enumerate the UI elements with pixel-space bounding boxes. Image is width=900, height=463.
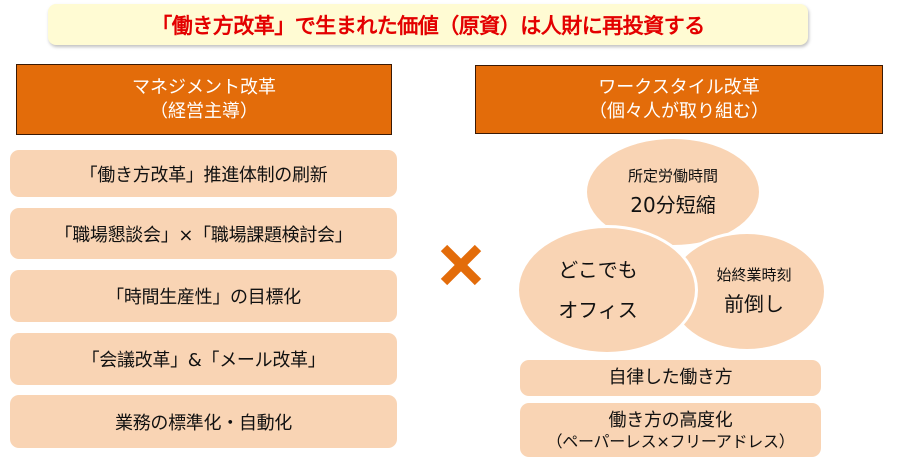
management-item: 「会議改革」&「メール改革」 [10,333,397,385]
circle-working-hours-value: 20分短縮 [630,193,716,217]
management-item: 「時間生産性」の目標化 [10,270,397,322]
circle-start-end-time-label: 始終業時刻 [716,265,792,284]
workstyle-reform-subtitle: （個々人が取り組む） [589,100,769,122]
management-reform-header: マネジメント改革 （経営主導） [16,64,392,135]
management-reform-subtitle: （経営主導） [150,100,258,122]
management-item: 「働き方改革」推進体制の刷新 [10,150,397,197]
management-item-label: 業務の標準化・自動化 [115,412,292,434]
management-item-label: 「時間生産性」の目標化 [106,287,301,308]
management-item-label: 「働き方改革」推進体制の刷新 [79,164,328,186]
workstyle-reform-title: ワークスタイル改革 [598,76,760,98]
workstyle-item-label: 自律した働き方 [608,367,733,388]
workstyle-item: 働き方の高度化 （ペーパーレス×フリーアドレス） [520,403,821,457]
banner-title: 「働き方改革」で生まれた価値（原資）は人財に再投資する [48,4,808,45]
workstyle-item: 自律した働き方 [520,360,821,396]
management-item: 「職場懇談会」×「職場課題検討会」 [10,208,397,259]
circle-anywhere-line2: オフィス [558,298,638,322]
workstyle-reform-header: ワークスタイル改革 （個々人が取り組む） [475,65,883,134]
management-reform-title: マネジメント改革 [132,76,276,98]
circle-working-hours-label: 所定労働時間 [627,167,718,185]
circle-working-hours: 所定労働時間 20分短縮 [584,136,762,248]
circle-start-end-time-value: 前倒し [724,291,784,316]
management-item: 業務の標準化・自動化 [10,395,397,448]
circle-start-end-time: 始終業時刻 前倒し [667,231,827,352]
times-icon [436,240,486,290]
circle-anywhere-office: どこでも オフィス [516,225,698,355]
management-item-label: 「会議改革」&「メール改革」 [81,350,326,371]
workstyle-item-sublabel: （ペーパーレス×フリーアドレス） [546,432,795,451]
banner-title-text: 「働き方改革」で生まれた価値（原資）は人財に再投資する [151,13,705,38]
workstyle-item-label: 働き方の高度化 [608,410,733,431]
management-item-label: 「職場懇談会」×「職場課題検討会」 [54,224,353,246]
circle-anywhere-line1: どこでも [558,258,638,282]
